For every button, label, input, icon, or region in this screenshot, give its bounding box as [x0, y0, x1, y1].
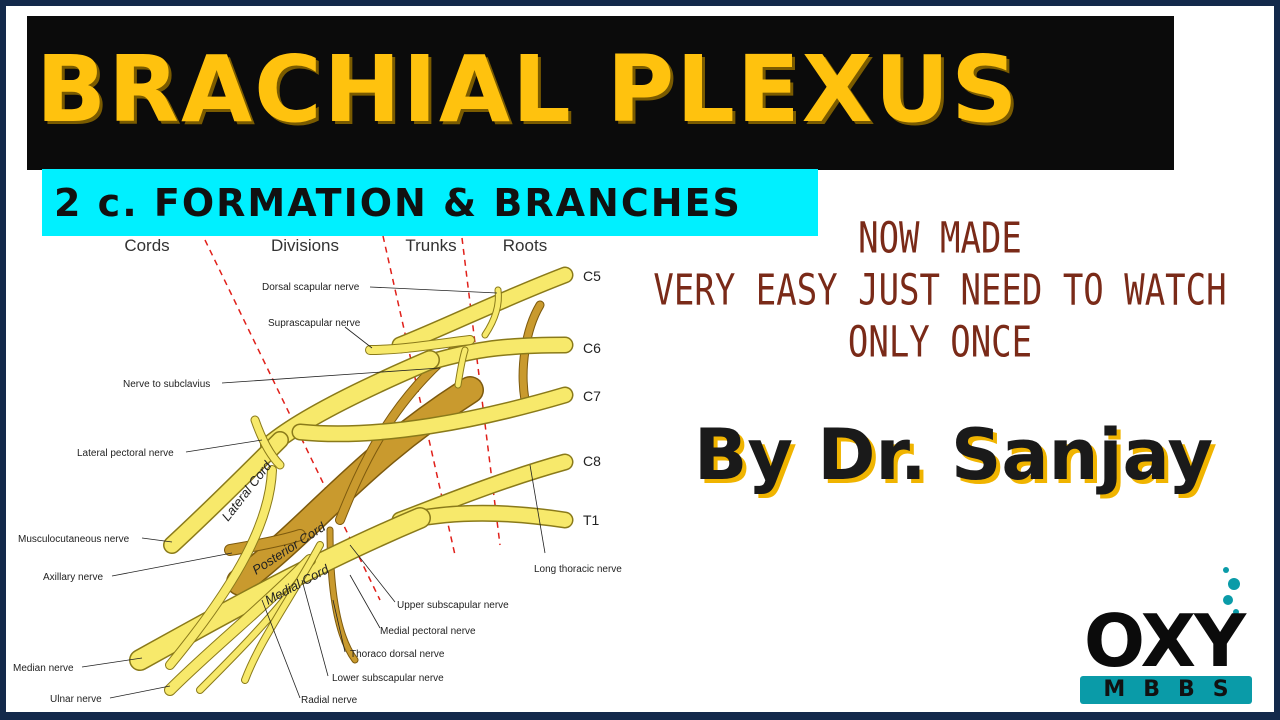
label-axillary-nerve: Axillary nerve: [43, 572, 103, 583]
subtitle-banner: [42, 169, 818, 236]
root-label-c5: C5: [583, 268, 601, 284]
logo-sub: MBBS: [1103, 677, 1247, 702]
root-label-c8: C8: [583, 453, 601, 469]
root-label-c7: C7: [583, 388, 601, 404]
header-trunks: Trunks: [405, 236, 456, 255]
main-nerves: [129, 266, 574, 696]
brachial-plexus-diagram: Cords Divisions Trunks Roots: [13, 235, 622, 706]
label-long-thoracic-nerve: Long thoracic nerve: [534, 564, 622, 575]
subtitle: 2 c. FORMATION & BRANCHES: [54, 181, 742, 225]
label-dorsal-scapular-nerve: Dorsal scapular nerve: [262, 282, 360, 293]
title-banner: [27, 16, 1174, 170]
frame-border-top: [0, 0, 1280, 6]
oxy-mbbs-logo: OXY: [1084, 567, 1249, 683]
tagline-line-3: ONLY ONCE: [847, 317, 1033, 368]
logo-brand: OXY: [1084, 599, 1247, 683]
label-ulnar-nerve: Ulnar nerve: [50, 694, 102, 705]
root-label-t1: T1: [583, 512, 600, 528]
label-nerve-to-subclavius: Nerve to subclavius: [123, 379, 210, 390]
tagline-line-1: NOW MADE: [858, 213, 1022, 264]
title: BRACHIAL PLEXUS: [36, 36, 1020, 143]
label-radial-nerve: Radial nerve: [301, 695, 358, 706]
label-lateral-pectoral-nerve: Lateral pectoral nerve: [77, 448, 174, 459]
frame-border-right: [1274, 0, 1280, 720]
label-suprascapular-nerve: Suprascapular nerve: [268, 318, 361, 329]
frame-border-bottom: [0, 712, 1280, 720]
label-median-nerve: Median nerve: [13, 663, 74, 674]
root-label-c6: C6: [583, 340, 601, 356]
label-thoraco-dorsal-nerve: Thoraco dorsal nerve: [350, 649, 445, 660]
author-credit: By Dr. Sanjay: [694, 414, 1214, 496]
header-cords: Cords: [124, 236, 169, 255]
header-divisions: Divisions: [271, 236, 339, 255]
label-lower-subscapular-nerve: Lower subscapular nerve: [332, 673, 444, 684]
leader-lines: [81, 286, 546, 699]
label-medial-pectoral-nerve: Medial pectoral nerve: [380, 626, 476, 637]
label-musculocutaneous-nerve: Musculocutaneous nerve: [18, 534, 130, 545]
tagline-line-2: VERY EASY JUST NEED TO WATCH: [653, 265, 1227, 316]
label-upper-subscapular-nerve: Upper subscapular nerve: [397, 600, 509, 611]
logo-sub-band: [1080, 676, 1252, 704]
header-roots: Roots: [503, 236, 547, 255]
bubbles-icon: [1223, 567, 1240, 615]
frame-border-left: [0, 0, 6, 720]
